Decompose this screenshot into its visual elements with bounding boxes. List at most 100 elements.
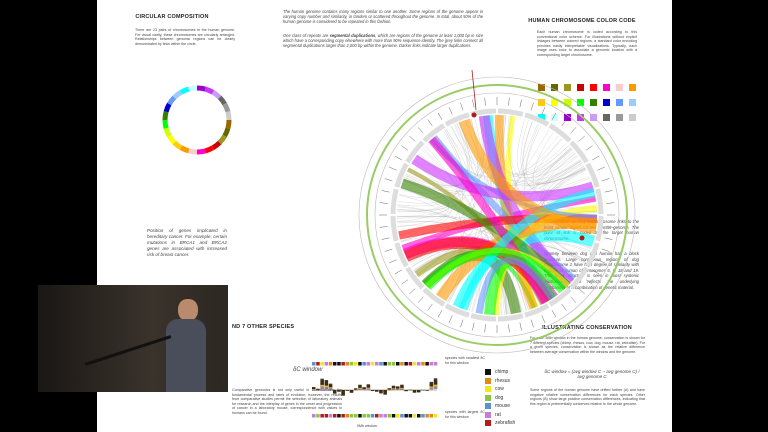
max-species-cell [429, 414, 434, 418]
chromosome-swatch [603, 84, 610, 91]
cancer-note: Position of genes implicated in heredita… [147, 228, 227, 257]
legend-label: zebrafish [495, 420, 516, 427]
chromosome-swatch [603, 99, 610, 106]
tick [379, 202, 388, 204]
conservation-bar [391, 385, 396, 389]
conservation-bar [370, 390, 375, 391]
conservation-bar [379, 390, 383, 394]
small-ideogram [196, 148, 206, 155]
max-species-cell [362, 414, 366, 418]
max-species-cell [391, 414, 396, 418]
small-ideogram [217, 95, 227, 106]
conservation-chart [312, 362, 438, 418]
color-code-title: HUMAN CHROMOSOME COLOR CODE [528, 18, 636, 24]
legend-item: chimp [485, 368, 515, 377]
tick [606, 226, 615, 228]
small-ideogram [204, 86, 215, 95]
tick [604, 237, 613, 240]
chromosome-swatch [577, 99, 584, 106]
conservation-bar [320, 378, 324, 385]
tick [541, 107, 546, 115]
conservation-text: For each 5Mb window in the human genome,… [530, 336, 645, 354]
chromosome-ideogram [585, 162, 600, 188]
track-ring [366, 84, 628, 346]
chromosome-swatch [629, 99, 636, 106]
tick [570, 296, 577, 303]
small-ideogram [188, 85, 198, 92]
conservation-bar [429, 381, 434, 387]
chromosome-ideogram [422, 287, 446, 307]
tick [508, 324, 510, 333]
chromosome-swatch [564, 84, 571, 91]
legend-label: rhesus [495, 377, 511, 384]
small-ideogram [162, 119, 169, 129]
max-species-cell [425, 414, 429, 418]
min-species-cell [316, 362, 320, 366]
min-species-cell [404, 362, 408, 366]
tick [394, 155, 402, 161]
max-species-cell [312, 414, 316, 418]
max-species-cell [408, 414, 413, 418]
chart-bottom-note: species with largest δC for this window [445, 410, 485, 419]
conservation-bar [400, 384, 404, 388]
max-species-cell [337, 414, 341, 418]
min-species-cell [337, 362, 341, 366]
tick [389, 166, 397, 171]
synteny-link [411, 154, 595, 202]
small-ideogram [167, 134, 177, 145]
legend-item: mouse [485, 402, 515, 411]
chromosome-ideogram [470, 313, 497, 322]
chromosome-ideogram [497, 313, 524, 322]
legend-swatch [485, 369, 491, 376]
legend-label: cow [495, 386, 504, 393]
max-species-cell [417, 414, 421, 418]
conservation-bar [375, 390, 379, 392]
tick [417, 296, 424, 303]
small-ideogram [217, 134, 227, 145]
conservation-bar [417, 390, 421, 393]
max-species-cell [421, 414, 425, 418]
circos-plot [358, 70, 636, 354]
conservation-bar [312, 387, 316, 390]
conservation-bar [383, 390, 387, 395]
synteny-link [424, 247, 566, 294]
min-species-cell [320, 362, 324, 366]
min-species-cell [358, 362, 362, 366]
tick [597, 259, 605, 264]
conservation-bar [316, 388, 320, 390]
synteny-link [478, 115, 575, 287]
conservation-bar [345, 390, 350, 391]
tick [585, 145, 593, 151]
tick [592, 269, 600, 275]
max-species-cell [349, 414, 354, 418]
tick [585, 279, 593, 285]
chromosome-ideogram [569, 266, 589, 290]
legend-swatch [485, 386, 491, 393]
tick [381, 190, 390, 193]
min-species-cell [408, 362, 413, 366]
duplication-link [404, 175, 523, 312]
legend-swatch [485, 394, 491, 401]
tick [384, 178, 393, 182]
min-species-cell [433, 362, 438, 366]
conservation-bar [349, 390, 354, 393]
chromosome-swatch [629, 84, 636, 91]
tick [437, 112, 443, 120]
legend-swatch [485, 420, 491, 427]
min-species-cell [349, 362, 354, 366]
tick [604, 190, 613, 193]
synteny-link [493, 205, 598, 316]
min-species-cell [379, 362, 383, 366]
chromosome-ideogram [422, 123, 446, 143]
tick [437, 310, 443, 318]
conservation-formula: δC window = (avg window C − avg genome C… [544, 369, 640, 379]
chromosome-swatch [590, 99, 597, 106]
chromosome-swatch [538, 114, 545, 121]
small-ideogram [172, 90, 183, 100]
tick [394, 269, 402, 275]
p2-post: , which are regions of the genome at lea… [283, 33, 484, 49]
min-species-cell [370, 362, 375, 366]
conservation-bar [404, 390, 408, 392]
max-species-cell [396, 414, 400, 418]
